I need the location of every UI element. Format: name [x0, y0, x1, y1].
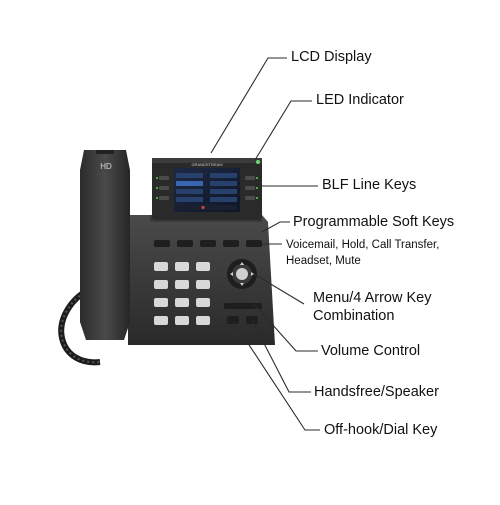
lcd-screen: GRANDSTREAM — [174, 162, 240, 212]
callout-programmable-soft-keys: Programmable Soft Keys — [293, 214, 455, 230]
callout-menu-arrow-key: Menu/4 Arrow Key Combination — [313, 289, 431, 325]
handset-hd-label: HD — [100, 162, 112, 171]
navigation-keys[interactable] — [227, 259, 257, 289]
callout-blf-line-keys: BLF Line Keys — [322, 177, 417, 193]
callout-led-indicator: LED Indicator — [316, 92, 404, 108]
led-indicator — [256, 160, 260, 164]
coiled-cord — [58, 287, 101, 366]
handsfree-speaker-key[interactable] — [227, 316, 239, 324]
callout-soft-keys-functions: Voicemail, Hold, Call Transfer, Headset,… — [286, 237, 439, 269]
dial-pad[interactable] — [154, 262, 210, 325]
menu-arrow-key-line1: Menu/4 Arrow Key — [313, 290, 432, 306]
soft-keys[interactable] — [154, 240, 262, 247]
volume-control-key[interactable] — [224, 303, 262, 309]
soft-keys-functions-line1: Voicemail, Hold, Call Transfer, — [286, 239, 440, 251]
callout-lcd-display: LCD Display — [291, 49, 372, 65]
handset[interactable]: HD — [80, 150, 130, 340]
callout-handsfree-speaker: Handsfree/Speaker — [314, 384, 439, 400]
soft-keys-functions-line2: Headset, Mute — [286, 255, 361, 267]
callout-volume-control: Volume Control — [321, 343, 421, 359]
menu-arrow-key-line2: Combination — [313, 308, 395, 324]
brand-logo: GRANDSTREAM — [191, 162, 222, 167]
blf-line-keys[interactable] — [156, 176, 258, 200]
callout-off-hook-dial-key: Off-hook/Dial Key — [324, 422, 438, 438]
leader-lines — [210, 57, 320, 431]
